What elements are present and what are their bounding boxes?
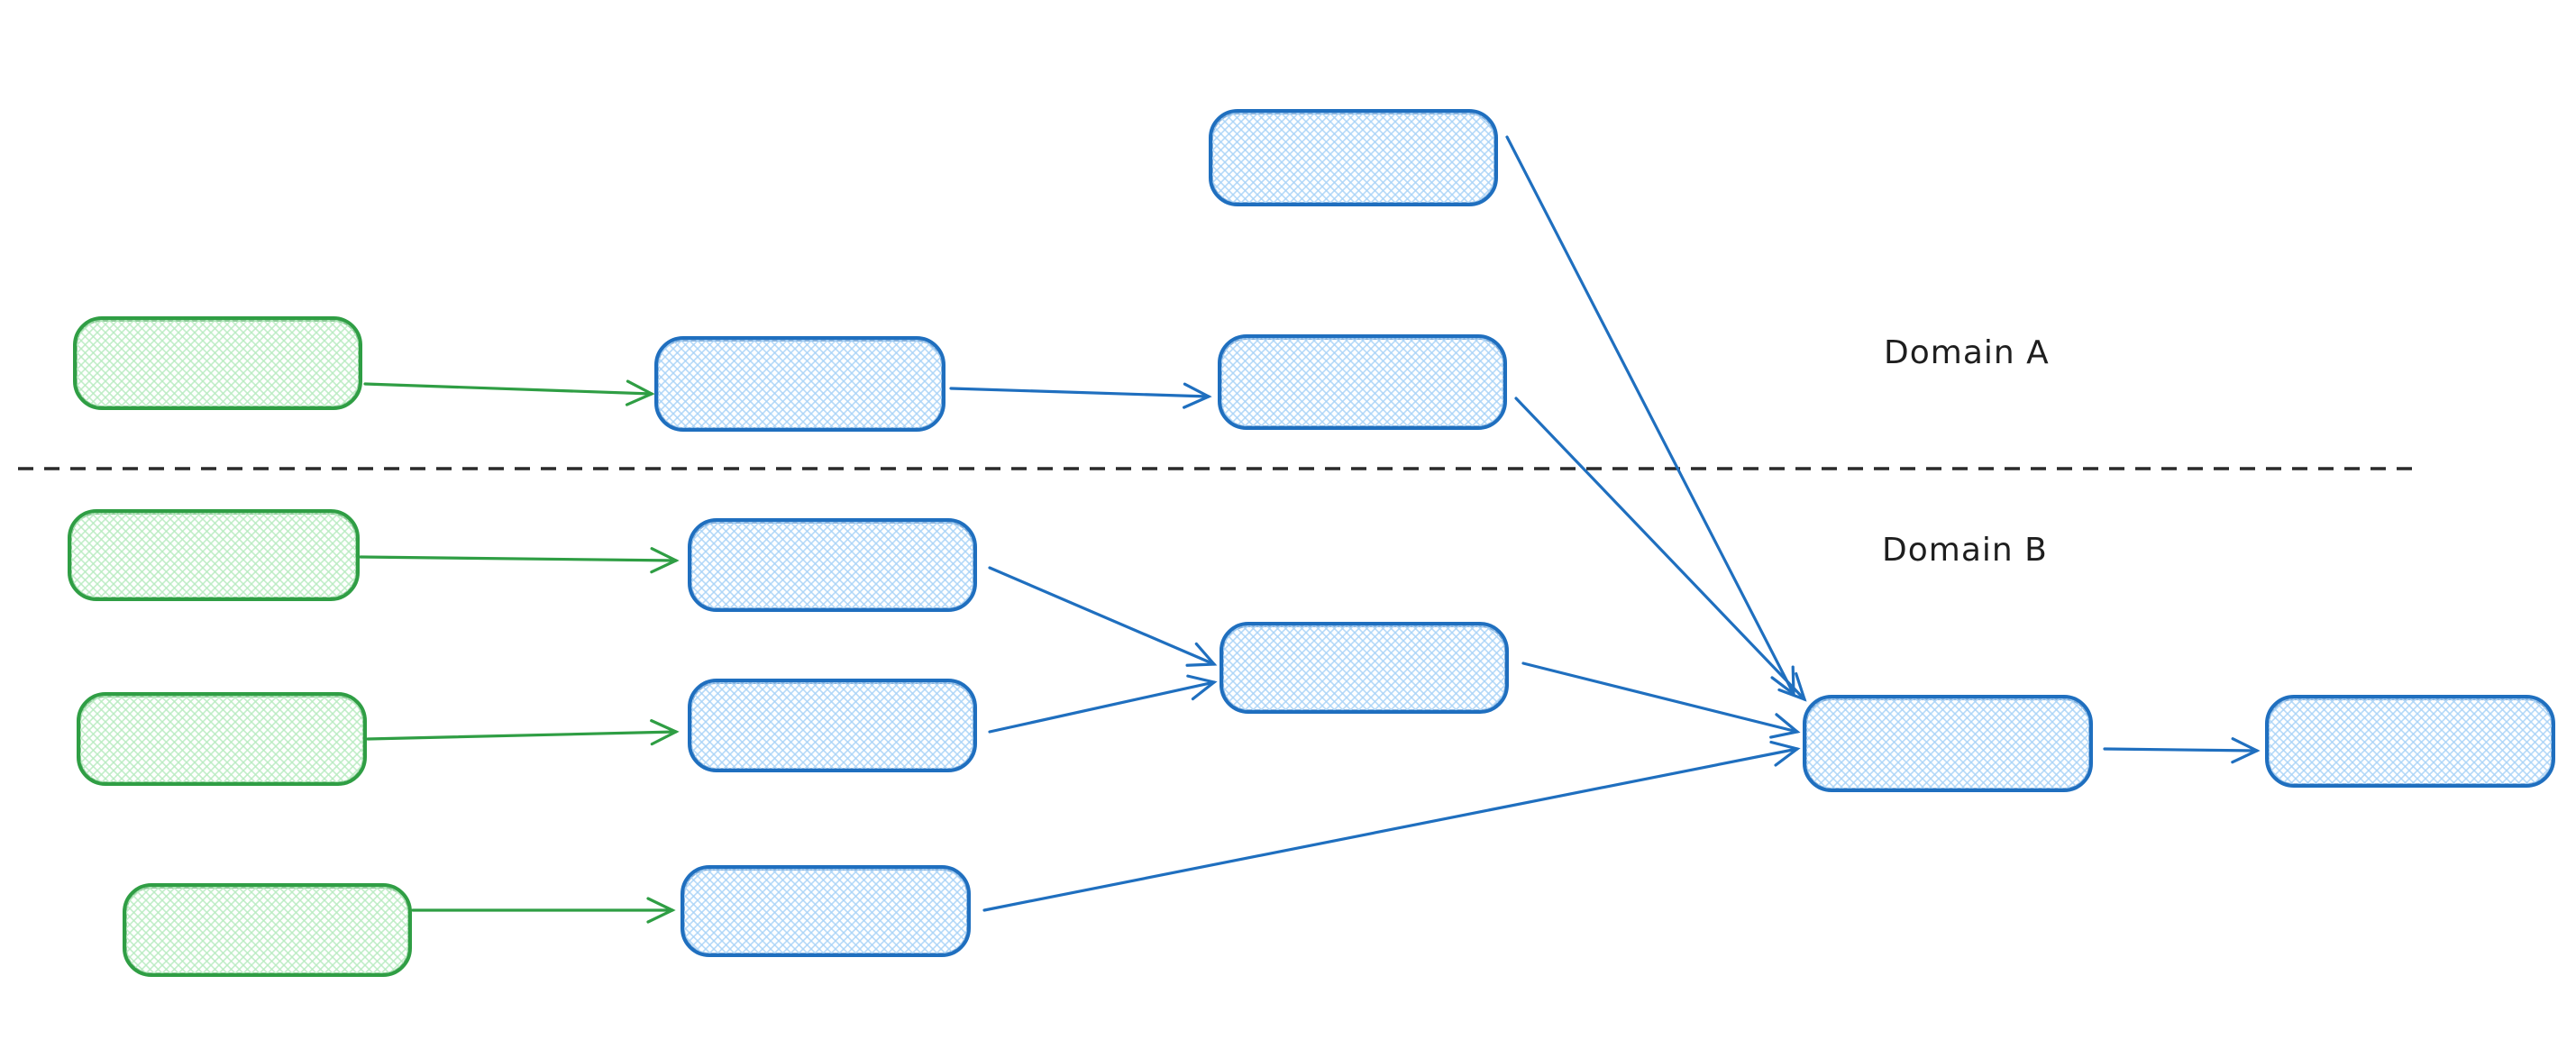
node-blue-b2-shape[interactable] bbox=[688, 679, 977, 772]
edge-green-b1-to-blue-b1-arrowhead-icon bbox=[650, 547, 680, 574]
node-blue-top[interactable] bbox=[1209, 109, 1498, 206]
node-green-a1[interactable] bbox=[73, 316, 362, 410]
node-blue-b2[interactable] bbox=[688, 679, 977, 772]
edge-blue-b2-to-merge-line[interactable] bbox=[988, 680, 1216, 734]
edge-blue-converge-to-final-arrowhead-icon bbox=[2231, 737, 2261, 764]
node-green-b1-shape[interactable] bbox=[68, 509, 360, 601]
node-blue-top-shape[interactable] bbox=[1209, 109, 1498, 206]
edge-blue-a2-to-converge[interactable] bbox=[1514, 397, 1813, 707]
edge-blue-converge-to-final[interactable] bbox=[2103, 737, 2261, 764]
edge-blue-b1-to-merge[interactable] bbox=[988, 566, 1219, 675]
edge-blue-b3-to-converge-line[interactable] bbox=[982, 747, 1799, 912]
node-green-b3-shape[interactable] bbox=[123, 883, 412, 977]
node-blue-merge[interactable] bbox=[1219, 622, 1509, 714]
edge-blue-merge-to-converge-line[interactable] bbox=[1521, 661, 1799, 734]
node-green-b2-shape[interactable] bbox=[77, 692, 367, 786]
edge-blue-a2-to-converge-line[interactable] bbox=[1514, 397, 1806, 701]
node-blue-a2[interactable] bbox=[1218, 334, 1507, 430]
node-blue-final[interactable] bbox=[2265, 695, 2555, 788]
node-blue-a1[interactable] bbox=[654, 336, 945, 432]
domain-a-label[interactable]: Domain A bbox=[1884, 334, 2050, 371]
edge-green-b1-to-blue-b1-line[interactable] bbox=[359, 555, 678, 562]
edge-blue-b2-to-merge-arrowhead-icon bbox=[1186, 674, 1218, 701]
edge-blue-top-to-converge[interactable] bbox=[1505, 135, 1804, 699]
edge-green-a1-to-blue-a1-arrowhead-icon bbox=[625, 379, 655, 406]
node-blue-b1-shape[interactable] bbox=[688, 518, 977, 612]
edge-blue-top-to-converge-line[interactable] bbox=[1505, 135, 1795, 696]
node-blue-b3-shape[interactable] bbox=[681, 865, 971, 957]
node-blue-merge-shape[interactable] bbox=[1219, 622, 1509, 714]
edge-green-a1-to-blue-a1[interactable] bbox=[363, 379, 655, 406]
node-green-b1[interactable] bbox=[68, 509, 360, 601]
edge-blue-a2-to-converge-arrowhead-icon bbox=[1777, 671, 1807, 702]
edge-blue-merge-to-converge-arrowhead-icon bbox=[1769, 713, 1801, 739]
domain-b-label[interactable]: Domain B bbox=[1882, 532, 2048, 569]
edge-blue-b3-to-converge-arrowhead-icon bbox=[1769, 740, 1801, 767]
edge-blue-a1-to-blue-a2[interactable] bbox=[949, 382, 1212, 409]
edge-blue-a1-to-blue-a2-arrowhead-icon bbox=[1183, 382, 1212, 409]
edge-green-b2-to-blue-b2[interactable] bbox=[366, 719, 680, 746]
node-blue-converge-shape[interactable] bbox=[1803, 695, 2093, 792]
edge-blue-merge-to-converge[interactable] bbox=[1521, 661, 1801, 743]
node-blue-a1-shape[interactable] bbox=[654, 336, 945, 432]
edge-green-b2-to-blue-b2-arrowhead-icon bbox=[650, 719, 680, 746]
edge-green-b1-to-blue-b1[interactable] bbox=[359, 547, 680, 574]
edge-green-b3-to-blue-b3-arrowhead-icon bbox=[646, 897, 676, 924]
node-green-a1-shape[interactable] bbox=[73, 316, 362, 410]
node-blue-b1[interactable] bbox=[688, 518, 977, 612]
edge-blue-a1-to-blue-a2-line[interactable] bbox=[949, 387, 1210, 398]
node-blue-a2-shape[interactable] bbox=[1218, 334, 1507, 430]
edge-green-b3-to-blue-b3[interactable] bbox=[411, 897, 676, 924]
edge-blue-b1-to-merge-arrowhead-icon bbox=[1185, 642, 1218, 667]
node-blue-final-shape[interactable] bbox=[2265, 695, 2555, 788]
node-green-b3[interactable] bbox=[123, 883, 412, 977]
edge-green-b2-to-blue-b2-line[interactable] bbox=[366, 730, 678, 741]
edge-green-a1-to-blue-a1-line[interactable] bbox=[363, 382, 653, 396]
node-green-b2[interactable] bbox=[77, 692, 367, 786]
edge-blue-b2-to-merge[interactable] bbox=[988, 670, 1218, 734]
edge-blue-b3-to-converge[interactable] bbox=[982, 737, 1801, 912]
edge-blue-b1-to-merge-line[interactable] bbox=[988, 566, 1216, 666]
node-blue-converge[interactable] bbox=[1803, 695, 2093, 792]
edge-blue-converge-to-final-line[interactable] bbox=[2103, 747, 2259, 753]
node-blue-b3[interactable] bbox=[681, 865, 971, 957]
